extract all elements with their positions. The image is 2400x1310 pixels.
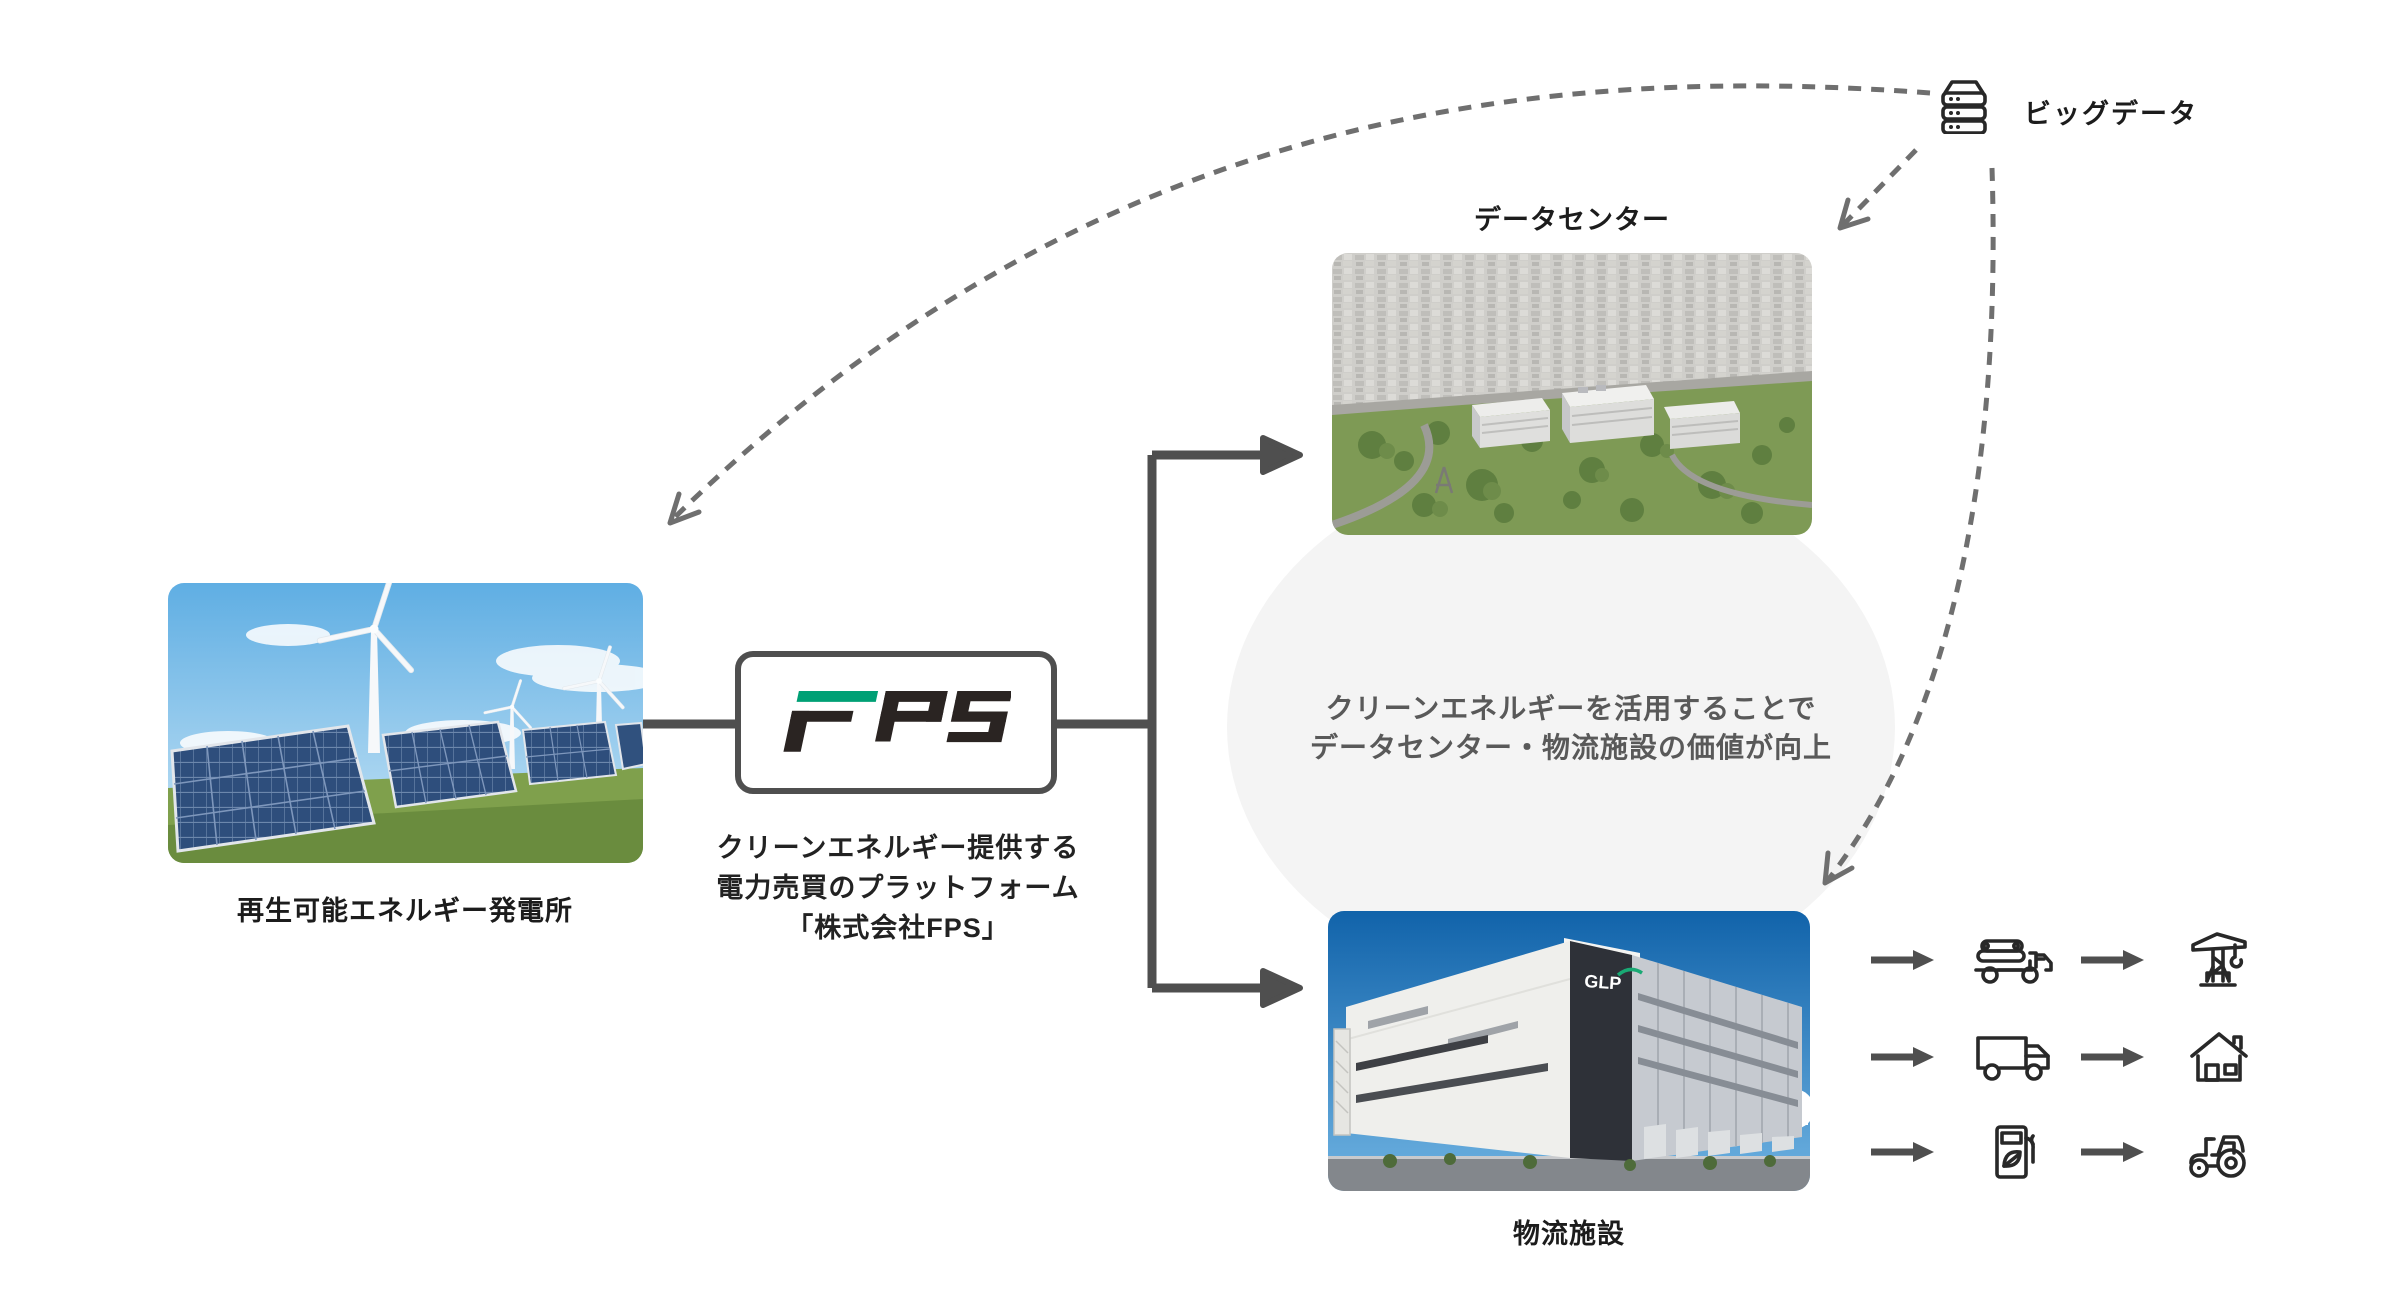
fps-platform-box: FPS: [735, 651, 1057, 794]
fps-logo: FPS: [783, 690, 1011, 752]
right-arrow-icon: [2081, 1047, 2144, 1067]
street-trees: [1383, 1153, 1776, 1171]
dashed-chevron-datacenter: [1837, 197, 1871, 231]
arrowhead-datacenter: [1260, 435, 1303, 475]
biofuel-pump-icon: [1995, 1125, 2035, 1179]
right-arrow-icon: [1871, 950, 1934, 970]
right-arrow-icon: [2081, 950, 2144, 970]
arrowhead-logistics: [1260, 968, 1303, 1008]
delivery-truck-icon: [1976, 1036, 2050, 1081]
value-statement: クリーンエネルギーを活用することで データセンター・物流施設の価値が向上: [1309, 693, 1832, 763]
right-arrow-icon: [2081, 1142, 2144, 1162]
renewable-plant-label: 再生可能エネルギー発電所: [237, 896, 573, 926]
fps-caption: クリーンエネルギー提供する 電力売買のプラットフォーム 「株式会社FPS」: [716, 833, 1080, 943]
tower-crane-icon: [2191, 932, 2247, 987]
value-highlight-ellipse: [1227, 460, 1895, 994]
right-arrow-icon: [1871, 1142, 1934, 1162]
solar-panels: [170, 720, 643, 853]
renewable-plant-image: [168, 583, 643, 863]
lumber-truck-icon: [1974, 939, 2053, 984]
supply-chain-row-delivery: [1870, 1022, 2252, 1092]
glp-logo-text: GLP: [1584, 971, 1622, 994]
server-stack-icon: [1941, 80, 1987, 134]
right-arrow-icon: [1871, 1047, 1934, 1067]
warehouse-building: GLP: [1333, 938, 1802, 1161]
tractor-icon: [2189, 1135, 2246, 1178]
datacenter-image: [1332, 253, 1812, 535]
dashed-chevron-plant: [667, 491, 702, 526]
datacenter-label: データセンター: [1474, 205, 1670, 235]
supply-chain-row-lumber: [1870, 925, 2252, 995]
glp-logo-swoosh: [1616, 967, 1643, 977]
supply-chain-row-fuel: [1870, 1117, 2252, 1187]
house-icon: [2190, 1032, 2248, 1082]
dashed-bigdata-to-datacenter: [1841, 148, 1918, 227]
bigdata-label: ビッグデータ: [2024, 99, 2198, 129]
logistics-image: GLP: [1328, 911, 1810, 1191]
logistics-label: 物流施設: [1513, 1219, 1625, 1249]
